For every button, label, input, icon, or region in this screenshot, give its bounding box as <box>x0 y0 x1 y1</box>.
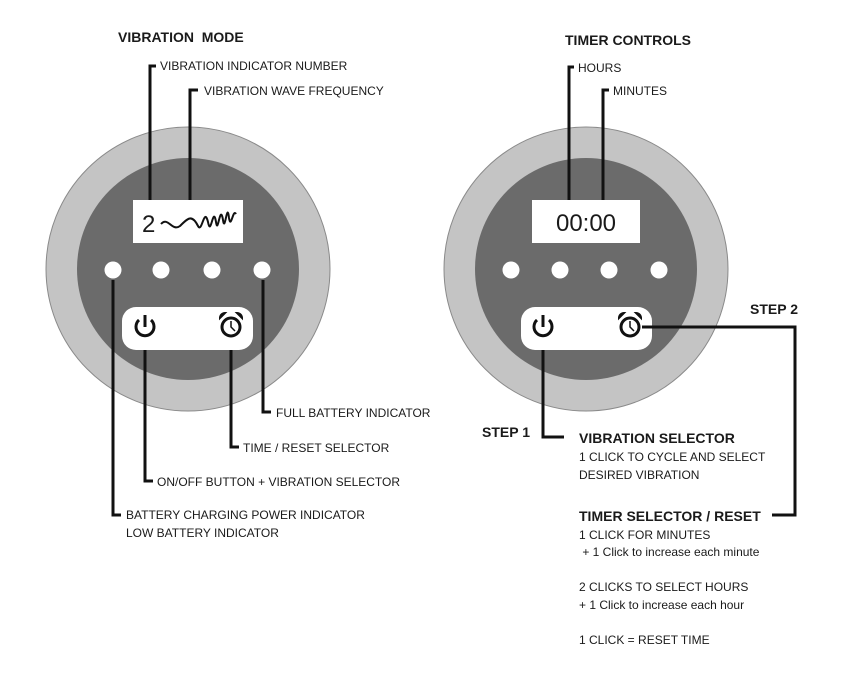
label-onoff: ON/OFF BUTTON + VIBRATION SELECTOR <box>157 475 400 489</box>
indicator-dot <box>152 261 170 279</box>
right-device: 00:00 TIMER CONTROLS HOURS MINUTES STEP … <box>443 32 798 647</box>
timer-selector-line: 1 CLICK FOR MINUTES <box>579 528 710 542</box>
vibration-mode-title: VIBRATION MODE <box>118 29 244 45</box>
indicator-dot <box>600 261 618 279</box>
timer-selector-line: 1 CLICK = RESET TIME <box>579 633 710 647</box>
timer-value: 00:00 <box>556 210 616 237</box>
alarm-clock-icon[interactable] <box>617 311 643 338</box>
indicator-dot <box>203 261 221 279</box>
timer-selector-line: 2 CLICKS TO SELECT HOURS <box>579 580 748 594</box>
timer-controls-title: TIMER CONTROLS <box>565 32 691 48</box>
power-icon[interactable] <box>134 315 156 338</box>
indicator-dot <box>253 261 271 279</box>
label-minutes: MINUTES <box>613 84 667 98</box>
indicator-dots <box>104 261 271 279</box>
label-wave-frequency: VIBRATION WAVE FREQUENCY <box>204 84 384 98</box>
timer-selector-line: + 1 Click to increase each minute <box>579 545 760 559</box>
timer-selector-line: + 1 Click to increase each hour <box>579 598 744 612</box>
indicator-dots <box>502 261 668 279</box>
label-low-battery: LOW BATTERY INDICATOR <box>126 526 279 540</box>
timer-selector-title: TIMER SELECTOR / RESET <box>579 508 761 524</box>
indicator-dot <box>551 261 569 279</box>
vibration-selector-line: DESIRED VIBRATION <box>579 468 699 482</box>
timer-display <box>532 200 640 243</box>
label-battery-charging: BATTERY CHARGING POWER INDICATOR <box>126 508 365 522</box>
step-2-label: STEP 2 <box>750 301 798 317</box>
wave-icon <box>160 211 237 229</box>
vibration-number: 2 <box>142 211 155 238</box>
step-1-label: STEP 1 <box>482 424 530 440</box>
label-hours: HOURS <box>578 61 621 75</box>
indicator-dot <box>502 261 520 279</box>
power-icon[interactable] <box>532 315 554 338</box>
alarm-clock-icon[interactable] <box>218 311 244 338</box>
label-indicator-number: VIBRATION INDICATOR NUMBER <box>160 59 348 73</box>
label-full-battery: FULL BATTERY INDICATOR <box>276 406 431 420</box>
indicator-dot <box>650 261 668 279</box>
vibration-selector-line: 1 CLICK TO CYCLE AND SELECT <box>579 450 766 464</box>
left-device: 2 VIBRATION MODE VIBRATION INDICATOR NUM… <box>45 29 431 540</box>
indicator-dot <box>104 261 122 279</box>
vibration-selector-title: VIBRATION SELECTOR <box>579 430 735 446</box>
label-time-reset: TIME / RESET SELECTOR <box>243 441 390 455</box>
